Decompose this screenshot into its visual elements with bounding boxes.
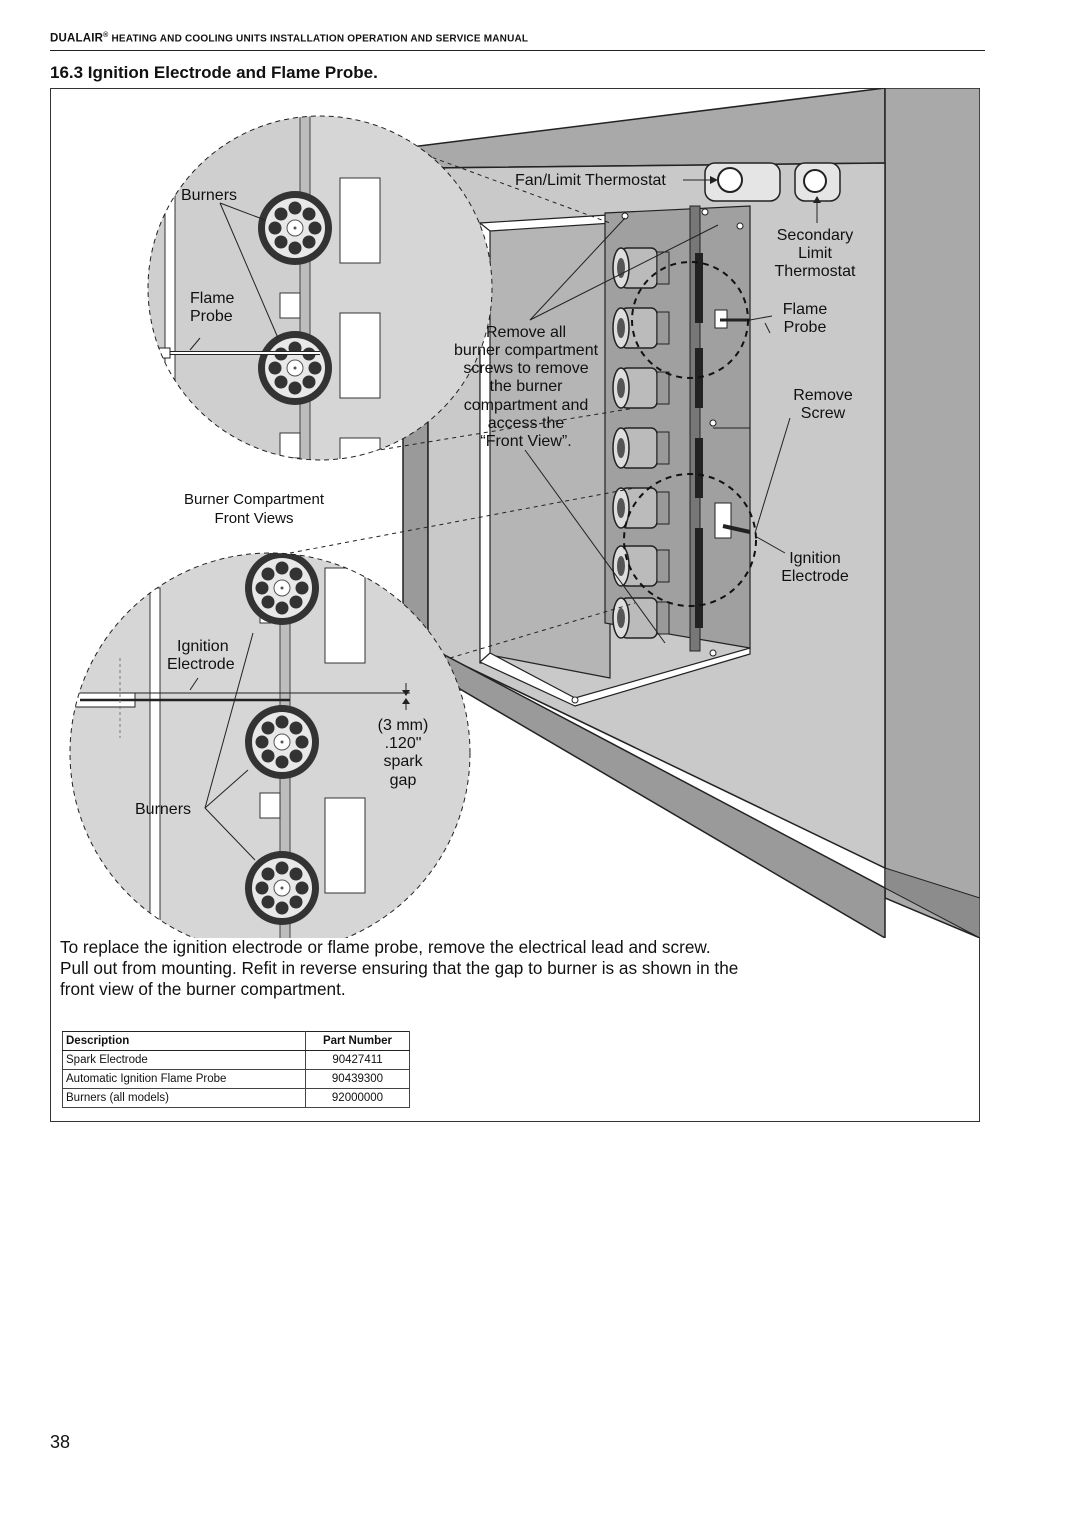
instructions-line-1: To replace the ignition electrode or fla… — [60, 937, 711, 957]
label-ignition-electrode-right-1: Ignition — [789, 550, 841, 567]
label-secondary-1: Secondary — [777, 227, 854, 244]
burner-diagram: Burners Flame Probe Burner Compartment F… — [69, 88, 980, 938]
label-flame-probe-top-2: Probe — [190, 308, 233, 325]
cell-part-number: 90427411 — [305, 1050, 410, 1070]
instructions-line-2: Pull out from mounting. Refit in reverse… — [60, 958, 739, 978]
label-remove-all-1: Remove all — [486, 324, 566, 341]
cell-part-number: 92000000 — [305, 1088, 410, 1108]
brand-prefix: Dual — [50, 32, 83, 45]
cell-part-number: 90439300 — [305, 1069, 410, 1089]
label-spark-gap-1: (3 mm) — [378, 717, 429, 734]
registered-mark: ® — [103, 32, 109, 39]
manual-title: Heating and cooling Units Installation O… — [111, 33, 529, 45]
parts-table-header-row: Description Part Number — [62, 1031, 410, 1051]
label-flame-probe-top-1: Flame — [190, 290, 235, 307]
cabinet-callouts: Fan/Limit Thermostat Secondary Limit The… — [454, 172, 856, 644]
brand-suffix: Air — [82, 32, 104, 45]
label-burner-compartment-1: Burner Compartment — [184, 491, 325, 508]
label-spark-gap-3: spark — [383, 753, 423, 770]
cell-description: Automatic Ignition Flame Probe — [62, 1069, 306, 1089]
label-remove-all-4: the burner — [490, 378, 564, 395]
instructions-paragraph: To replace the ignition electrode or fla… — [60, 937, 960, 1000]
label-ignition-electrode-left-2: Electrode — [167, 656, 235, 673]
table-row: Spark Electrode 90427411 — [62, 1050, 410, 1070]
label-ignition-electrode-left-1: Ignition — [177, 638, 229, 655]
label-burner-compartment-2: Front Views — [215, 510, 294, 527]
label-remove-screw-2: Screw — [801, 405, 846, 422]
remove-all-note: Remove all burner compartment screws to … — [454, 324, 599, 450]
table-row: Automatic Ignition Flame Probe 90439300 — [62, 1069, 410, 1089]
label-flame-probe-right-2: Probe — [784, 319, 827, 336]
parts-table: Description Part Number Spark Electrode … — [62, 1031, 410, 1108]
cell-description: Spark Electrode — [62, 1050, 306, 1070]
label-burners-bottom: Burners — [135, 801, 191, 818]
header-description: Description — [62, 1031, 306, 1051]
front-view-bottom: Ignition Electrode Burners (3 mm) .120" … — [69, 552, 471, 938]
label-remove-all-6: access the — [488, 415, 565, 432]
label-remove-all-2: burner compartment — [454, 342, 599, 359]
label-spark-gap-4: gap — [390, 772, 417, 789]
label-secondary-3: Thermostat — [775, 263, 856, 280]
cell-description: Burners (all models) — [62, 1088, 306, 1108]
label-remove-all-5: compartment and — [464, 397, 589, 414]
label-ignition-electrode-right-2: Electrode — [781, 568, 849, 585]
header-part-number: Part Number — [305, 1031, 410, 1051]
page-number: 38 — [50, 1432, 71, 1452]
table-row: Burners (all models) 92000000 — [62, 1088, 410, 1108]
section-title: 16.3 Ignition Electrode and Flame Probe. — [50, 63, 378, 82]
header-rule — [50, 50, 985, 51]
instructions-line-3: front view of the burner compartment. — [60, 979, 346, 999]
label-fan-limit-thermostat: Fan/Limit Thermostat — [515, 172, 666, 189]
label-burners-top: Burners — [181, 187, 237, 204]
label-remove-all-7: “Front View”. — [480, 433, 571, 450]
label-spark-gap-2: .120" — [385, 735, 422, 752]
label-remove-screw-1: Remove — [793, 387, 853, 404]
label-secondary-2: Limit — [798, 245, 832, 262]
manual-header: DualAir® Heating and cooling Units Insta… — [50, 32, 985, 44]
label-remove-all-3: screws to remove — [463, 360, 588, 377]
label-flame-probe-right-1: Flame — [783, 301, 828, 318]
